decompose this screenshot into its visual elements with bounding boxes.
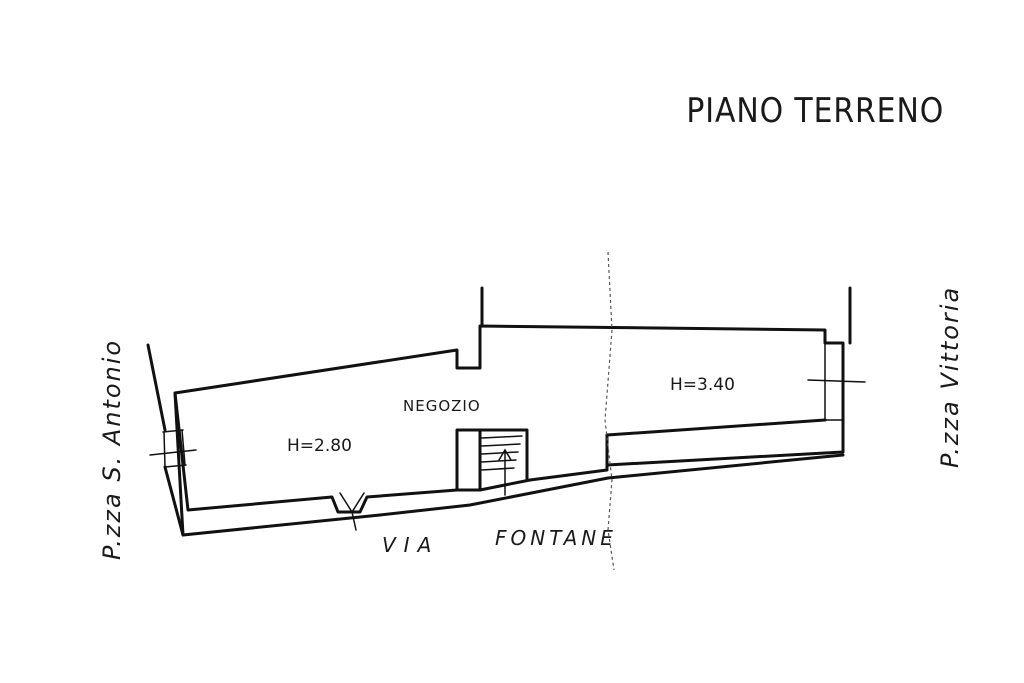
room-height-left: H=2.80 — [287, 436, 352, 456]
street-label-via: VIA — [382, 533, 439, 557]
outer-walls — [146, 286, 866, 537]
property-boundary-line — [604, 251, 615, 571]
floor-title: PIANO TERRENO — [686, 90, 944, 130]
room-height-right: H=3.40 — [670, 375, 735, 395]
left-square-label: P.zza S. Antonio — [98, 339, 126, 560]
shop-label: NEGOZIO — [403, 397, 481, 415]
right-square-label: P.zza Vittoria — [936, 286, 964, 468]
interior-partitions — [339, 418, 827, 531]
street-label-fontane: FONTANE — [495, 526, 617, 550]
